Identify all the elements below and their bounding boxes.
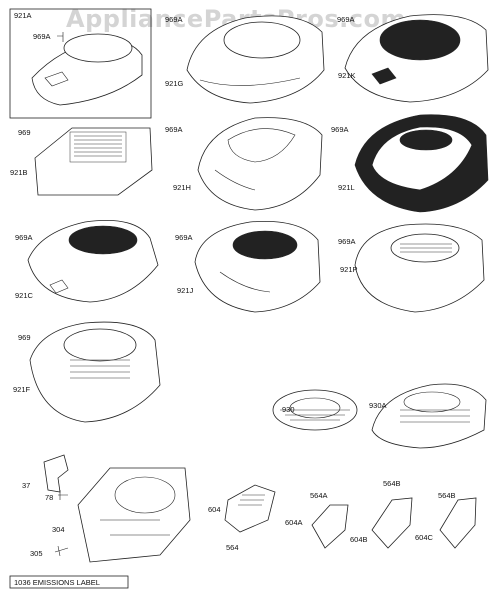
part-304[interactable] — [77, 467, 191, 563]
part-921c[interactable] — [27, 219, 159, 303]
part-921j[interactable] — [194, 221, 321, 313]
label-969a-5: 969A — [331, 125, 349, 134]
part-604b[interactable] — [371, 497, 413, 549]
label-921l: 921L — [338, 183, 355, 192]
part-921p[interactable] — [354, 223, 485, 313]
part-604[interactable] — [224, 484, 276, 533]
label-969: 969 — [18, 128, 31, 137]
label-921f: 921F — [13, 385, 31, 394]
label-930a: 930A — [369, 401, 387, 410]
part-921a-logo — [44, 71, 69, 87]
label-921g: 921G — [165, 79, 184, 88]
label-969a-3: 969A — [337, 15, 355, 24]
label-604b: 604B — [350, 535, 368, 544]
label-564a: 564A — [310, 491, 328, 500]
label-969a-7: 969A — [175, 233, 193, 242]
part-921f[interactable] — [29, 321, 161, 423]
emissions-label-text: 1036 EMISSIONS LABEL — [14, 578, 100, 587]
part-921a-group[interactable] — [9, 8, 152, 119]
part-921a-frame — [9, 8, 152, 119]
label-921j: 921J — [177, 286, 194, 295]
label-969a-6: 969A — [15, 233, 33, 242]
part-921b[interactable] — [34, 127, 153, 196]
label-969a-8: 969A — [338, 237, 356, 246]
part-921l[interactable] — [354, 114, 489, 213]
label-969a-2: 969A — [165, 15, 183, 24]
label-604c: 604C — [415, 533, 434, 542]
label-969a-4: 969A — [165, 125, 183, 134]
label-604: 604 — [208, 505, 221, 514]
part-305[interactable] — [54, 545, 69, 557]
label-564b-1: 564B — [383, 479, 401, 488]
label-969a-1: 969A — [33, 32, 51, 41]
part-930[interactable] — [272, 389, 358, 431]
label-969-2: 969 — [18, 333, 31, 342]
label-921h: 921H — [173, 183, 191, 192]
part-921k[interactable] — [344, 14, 489, 103]
part-604a[interactable] — [311, 504, 349, 549]
label-78: 78 — [45, 493, 53, 502]
part-37[interactable] — [43, 454, 69, 493]
part-930a[interactable] — [371, 383, 487, 449]
label-37: 37 — [22, 481, 30, 490]
label-564: 564 — [226, 543, 239, 552]
label-564b-2: 564B — [438, 491, 456, 500]
label-930: 930 — [282, 405, 295, 414]
part-921g[interactable] — [186, 15, 325, 104]
label-304: 304 — [52, 525, 65, 534]
label-921k: 921K — [338, 71, 356, 80]
part-921h[interactable] — [197, 117, 323, 211]
part-78[interactable] — [58, 490, 68, 500]
screw-icon — [57, 32, 64, 42]
label-921c: 921C — [15, 291, 34, 300]
label-305: 305 — [30, 549, 43, 558]
label-921p: 921P — [340, 265, 358, 274]
emissions-label-box: 1036 EMISSIONS LABEL — [9, 575, 129, 589]
label-921b: 921B — [10, 168, 28, 177]
part-921a-top — [63, 33, 133, 63]
label-604a: 604A — [285, 518, 303, 527]
label-921a: 921A — [14, 11, 32, 20]
part-604c[interactable] — [439, 497, 477, 549]
